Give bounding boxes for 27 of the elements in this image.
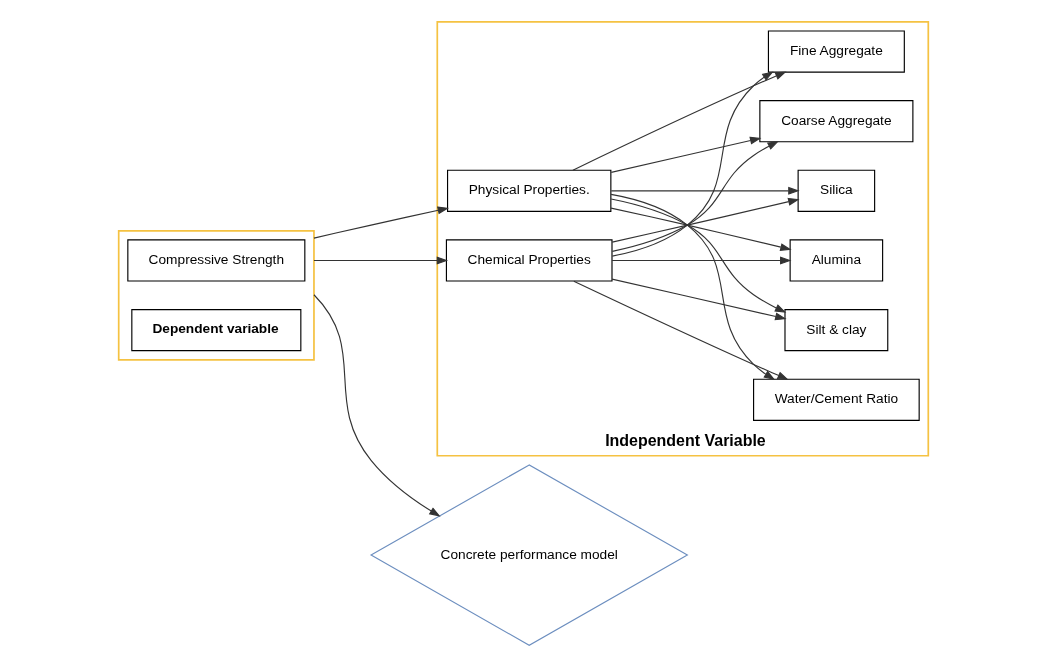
node-box: Dependent variable bbox=[130, 309, 301, 352]
arrow bbox=[611, 197, 800, 243]
arrow bbox=[572, 280, 789, 380]
node-box: Coarse Aggregate bbox=[758, 100, 913, 143]
arrow bbox=[571, 71, 787, 171]
arrow bbox=[312, 256, 448, 265]
node-box: Alumina bbox=[789, 239, 883, 282]
arrow bbox=[611, 141, 779, 252]
arrow bbox=[610, 207, 792, 251]
cluster bbox=[117, 229, 315, 361]
arrow bbox=[610, 256, 791, 265]
node-box: Silica bbox=[797, 169, 875, 212]
node-box: Chemical Properties bbox=[445, 239, 613, 282]
arrow bbox=[611, 71, 774, 257]
arrow bbox=[312, 206, 449, 239]
node-box: Compressive Strength bbox=[126, 239, 305, 282]
node-box: Water/Cement Ratio bbox=[752, 378, 920, 421]
node-box: Silt & clay bbox=[783, 309, 888, 352]
arrow bbox=[610, 136, 761, 173]
node-box: Physical Properties. bbox=[446, 169, 611, 212]
arrow bbox=[610, 198, 786, 313]
node-diamond: Concrete performance model bbox=[369, 464, 688, 646]
arrow bbox=[610, 278, 787, 321]
arrow bbox=[312, 294, 441, 517]
node-box: Fine Aggregate bbox=[767, 30, 905, 73]
arrow bbox=[610, 193, 775, 380]
arrow bbox=[610, 186, 800, 195]
